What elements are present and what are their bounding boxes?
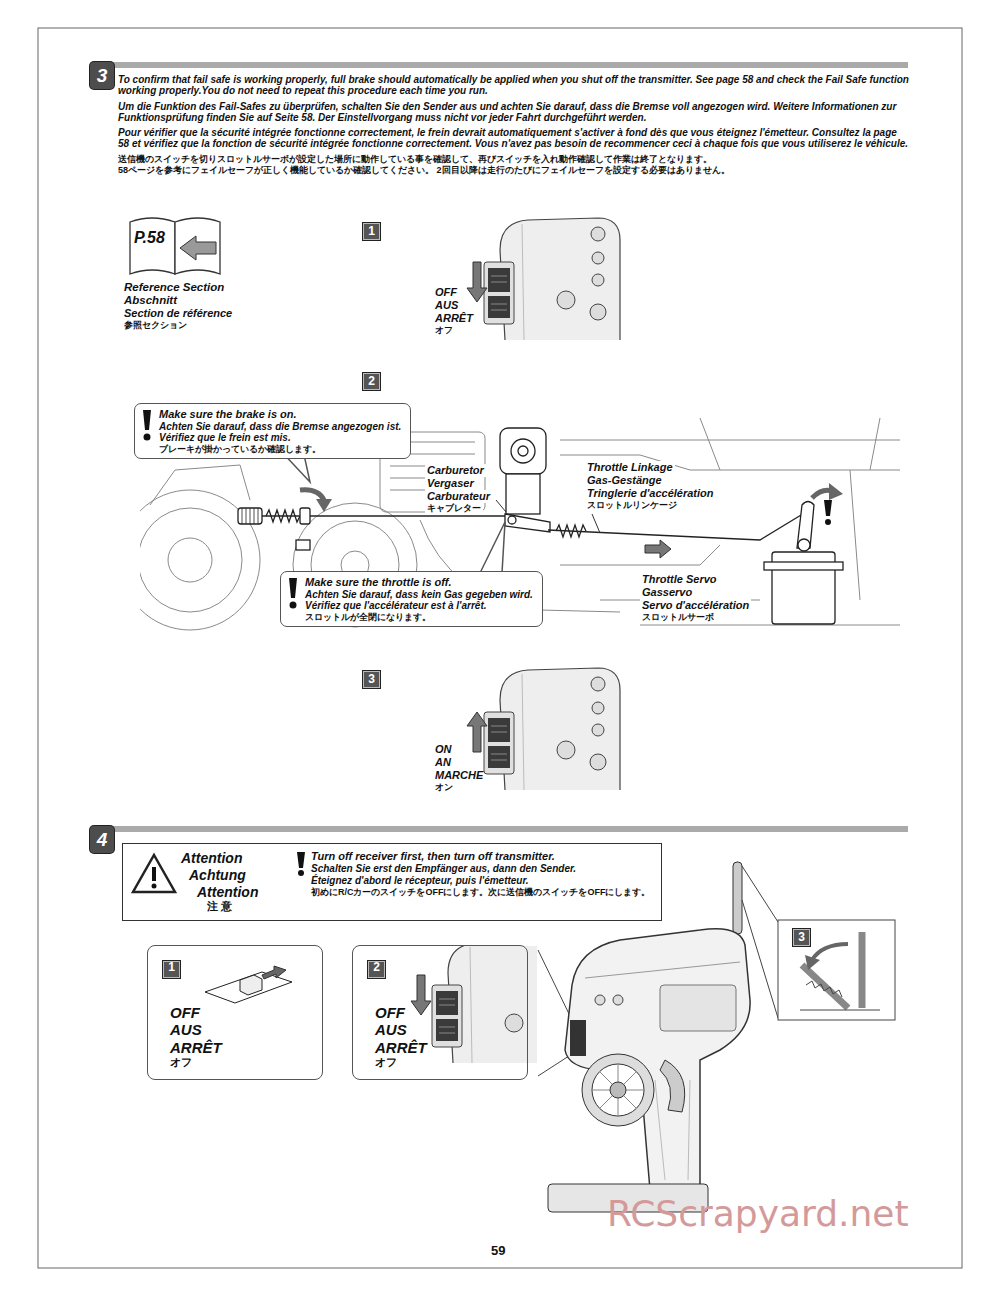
switch-state: AN [435,756,451,769]
instruction-text: 送信機のスイッチを切りスロットルサーボが設定した場所に動作している事を確認して、… [118,154,910,164]
node-text: Attention [181,850,293,867]
part-name: スロットルサーボ [640,612,716,622]
node-text: ブレーキが掛かっているか確認します。 [159,444,401,454]
switch-state: AUS [435,299,458,312]
number-text: 1 [163,961,180,975]
substep-number: 2 [367,960,386,979]
part-name: Carburateur [425,490,492,503]
callout-tail [480,522,505,573]
part-name: スロットルリンケージ [585,500,679,510]
instruction-text: 58ページを参考にフェイルセーフが正しく機能しているか確認してください。 2回目… [118,165,910,175]
number-text: 2 [368,961,385,975]
number-text: 3 [90,62,114,89]
node-text: ARRÊT [375,1039,519,1056]
node-text: Achtung [189,867,293,884]
part-name: Throttle Linkage [585,461,675,474]
node-text: オフ [375,1056,519,1069]
warning-triangle [131,852,177,894]
substep-number: 2 [362,372,381,391]
node-text: Vérifiez que l'accélérateur est à l'arrê… [305,600,533,612]
node-text: スロットルが全閉になります。 [305,612,533,622]
node-text: Achten Sie darauf, dass die Bremse angez… [159,421,401,433]
part-name: Servo d'accélération [640,599,751,612]
part-name: Carburetor [425,464,486,477]
exclamation-icon [295,852,307,878]
substep-panel: OFFAUSARRÊTオフ 1 [147,945,323,1080]
part-name: Gasservo [640,586,694,599]
step-number: 4 [90,826,114,853]
node-text: Vérifiez que le frein est mis. [159,432,401,444]
number-text: 3 [793,929,810,946]
substep-number: 3 [792,928,811,947]
instruction-text: Um die Funktion des Fail-Safes zu überpr… [118,101,910,124]
switch-state: オフ [435,325,453,335]
exclamation-icon [140,410,154,444]
node-text: AUS [170,1021,314,1038]
step-number: 3 [90,62,114,89]
text-column: Turn off receiver first, then turn off t… [293,850,651,914]
instruction-text: To confirm that fail safe is working pro… [118,74,910,97]
reference-label: Abschnitt [124,294,177,307]
part-name: Tringlerie d'accélération [585,487,716,500]
substep-number: 1 [362,222,381,241]
substep-number: 3 [362,670,381,689]
part-name: Gas-Gestänge [585,474,664,487]
node-text: 注 意 [207,900,293,913]
page-reference: P.58 [134,229,165,247]
caution-callout: Make sure the brake is on.Achten Sie dar… [134,403,411,459]
node-text: Turn off receiver first, then turn off t… [311,850,651,863]
switch-state: ARRÊT [435,312,473,325]
exclamation-icon [286,578,300,612]
caution-callout: Make sure the throttle is off.Achten Sie… [280,571,543,627]
node-text: Make sure the throttle is off. [305,576,533,589]
node-text: Éteignez d'abord le récepteur, puis l'ém… [311,875,651,887]
node-text: OFF [375,1004,519,1021]
node-text: Make sure the brake is on. [159,408,401,421]
page-number: 59 [491,1244,505,1259]
node-text: ARRÊT [170,1039,314,1056]
node-text: AUS [375,1021,519,1038]
node-text: Schalten Sie erst den Empfänger aus, dan… [311,863,651,875]
switch-state: オン [435,782,453,792]
text-column: AttentionAchtungAttention注 意 [131,850,293,914]
substep-panel: OFFAUSARRÊTオフ 2 [352,945,528,1080]
switch-state: ON [435,743,452,756]
node-text: OFF [170,1004,314,1021]
node-text: 初めにR/CカーのスイッチをOFFにします。次に送信機のスイッチをOFFにします… [311,887,651,898]
part-name: Throttle Servo [640,573,719,586]
reference-label: 参照セクション [124,320,187,330]
callout-tail [287,457,310,482]
switch-state: OFF [435,286,457,299]
part-name: キャブレター [425,503,483,513]
watermark: RCScrapyard.net [607,1193,909,1234]
node-text: Achten Sie darauf, dass kein Gas gegeben… [305,589,533,601]
reference-label: Section de référence [124,307,232,320]
reference-label: Reference Section [124,281,224,294]
node-text: Attention [197,884,293,901]
switch-state: MARCHE [435,769,483,782]
instruction-text: Pour vérifier que la sécurité intégrée f… [118,127,910,150]
number-text: 2 [363,373,380,390]
node-text: オフ [170,1056,314,1069]
substep-number: 1 [162,960,181,979]
number-text: 1 [363,223,380,240]
attention-box: AttentionAchtungAttention注 意Turn off rec… [122,843,662,921]
number-text: 4 [90,826,114,853]
number-text: 3 [363,671,380,688]
part-name: Vergaser [425,477,476,490]
